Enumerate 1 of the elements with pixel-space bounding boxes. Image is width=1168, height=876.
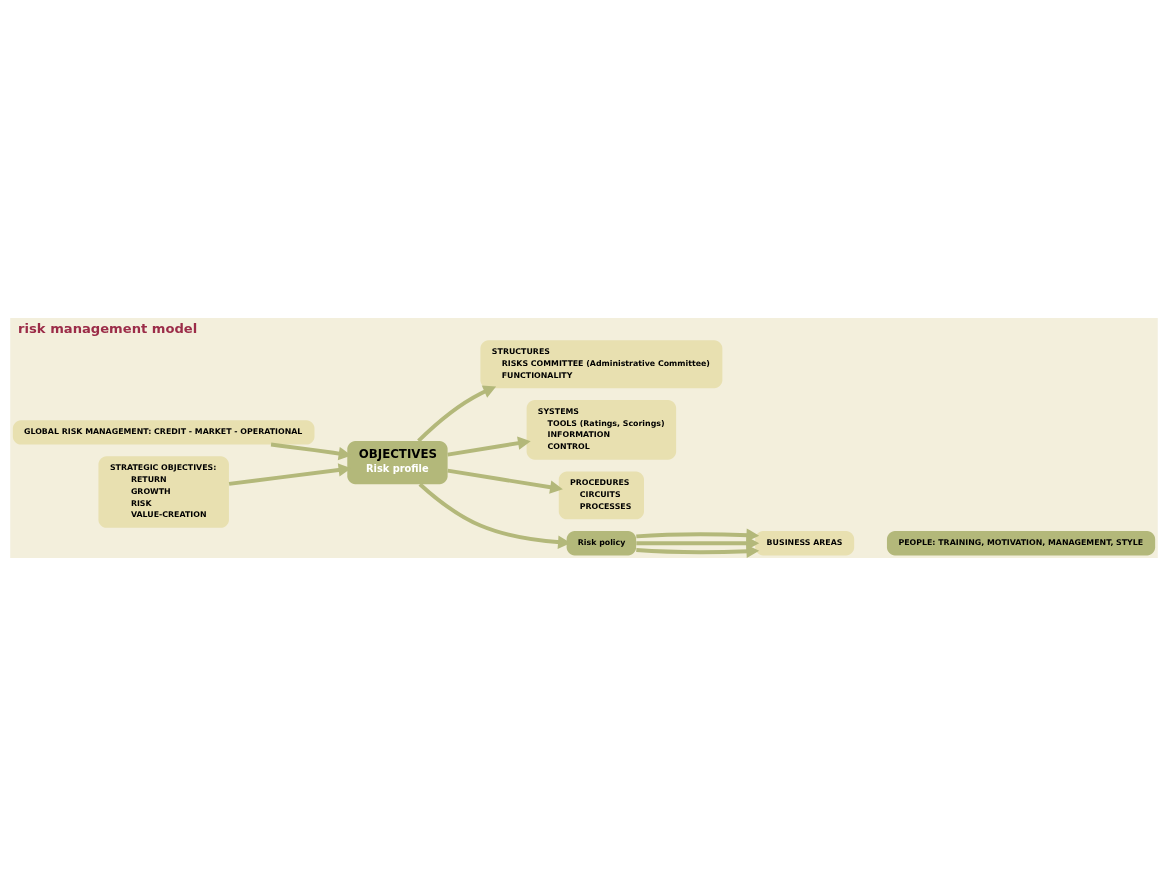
diagram-title: risk management model [18, 321, 198, 337]
